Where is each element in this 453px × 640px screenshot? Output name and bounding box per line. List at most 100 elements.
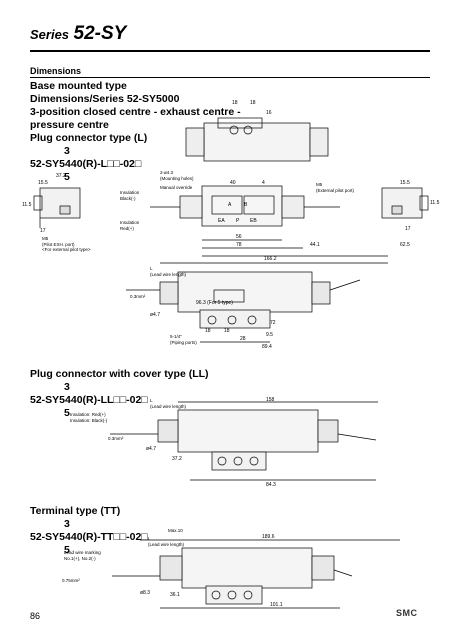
label-ins-red: Insulation Red(+) (120, 220, 139, 231)
label-sq3: 0.75mm² (62, 578, 80, 583)
red-text: Red(+) (120, 225, 134, 231)
page-number: 86 (30, 611, 41, 621)
port-ea: EA (218, 218, 225, 224)
lead-len-text: L (150, 266, 153, 271)
lead-mark2-text: No.1(+), No.2(-) (64, 555, 96, 561)
label-lead-3: L (Lead wire length) (148, 536, 184, 547)
block3-port: 5 (64, 544, 70, 556)
top-view-valve (185, 117, 329, 162)
dim-72: 72 (270, 320, 276, 326)
dim-96: 96.3 (For 5 type) (196, 300, 233, 306)
dim-16: 16 (266, 110, 272, 116)
label-ins-black: Insulation Black(-) (120, 190, 139, 201)
block2-port: 5 (64, 407, 70, 419)
front-view-1 (126, 271, 361, 343)
dim-17a: 17 (40, 228, 46, 234)
dim-18d: 18 (224, 328, 230, 334)
label-lead-mark: Lead wire marking No.1(+), No.2(-) (64, 550, 101, 561)
dim-155b: 15.5 (400, 180, 410, 186)
dim-1896: 189.6 (262, 534, 275, 540)
front-view-2 (110, 401, 378, 481)
label-max: Max.10 (168, 528, 183, 533)
dim-372: 37.2 (172, 456, 182, 462)
block1-line4: pressure centre (30, 119, 109, 131)
lead-len2-sub-text: (Lead wire length) (150, 403, 187, 409)
lead-len-sub-text: (Lead wire length) (150, 271, 187, 277)
label-sq2: 0.3mm² (108, 436, 124, 441)
port-eb: EB (250, 218, 257, 224)
block1-line3: 3-position closed centre - exhaust centr… (30, 106, 241, 118)
header-rule (30, 50, 430, 52)
block1-line5: Plug connector type (L) (30, 132, 148, 144)
lead-mark-text: Lead wire marking (64, 550, 101, 555)
block1-model: 52-SY5440(R)-L□□-02□ (30, 158, 142, 170)
port-p: P (236, 218, 240, 224)
dim-361: 36.1 (170, 592, 180, 598)
label-ins2: Insulation: Red(+) Insulation: Black(-) (70, 412, 107, 423)
dim-37: 37.2 (56, 173, 66, 179)
dim-625: 62.5 (400, 242, 410, 248)
block3-pos: 3 (64, 518, 70, 530)
series-title: Series 52-SY (30, 23, 126, 45)
piping-text: 5-1/4" (170, 334, 182, 339)
mounting-text: 2-ø4.3 (160, 170, 174, 175)
dim-894: 89.4 (262, 344, 272, 350)
block1-pos: 3 (64, 145, 70, 157)
label-piping: 5-1/4" (Piping ports) (170, 334, 197, 345)
block1-port: 5 (64, 171, 70, 183)
left-end-view (33, 187, 81, 228)
m5b-text: M5 (42, 236, 49, 241)
block3-title: Terminal type (TT) (30, 505, 121, 517)
block1-line1: Base mounted type (30, 80, 127, 92)
port-b: B (244, 202, 248, 208)
ins-black2-text: Insulation: Black(-) (70, 417, 108, 423)
ins-black-text: Insulation (120, 190, 140, 195)
pilot-exh-text: (Pilot EXH. port) (42, 241, 75, 247)
block1-heading: Base mounted type Dimensions/Series 52-S… (30, 80, 241, 184)
block2-model: 52-SY5440(R)-LL□□-02□ (30, 394, 148, 406)
block3-heading: Terminal type (TT) 3 52-SY5440(R)-TT□□-0… (30, 505, 148, 557)
series-name: 52-SY (73, 23, 127, 44)
lead-len3-sub-text: (Lead wire length) (148, 541, 185, 547)
m5-text: M5 (316, 182, 323, 187)
manual-text: Manual override (160, 185, 193, 190)
smc-logo: SMC (396, 608, 418, 618)
black-text: Black(-) (120, 195, 136, 201)
dim-115b: 11.5 (430, 200, 440, 206)
dim-83: ø8.3 (140, 590, 151, 596)
front-view-3 (112, 539, 400, 609)
dim-1662: 166.2 (264, 256, 277, 262)
block2-heading: Plug connector with cover type (LL) 3 52… (30, 368, 209, 420)
dim-56: 56 (236, 234, 242, 240)
dim-28: 28 (240, 336, 246, 342)
label-lead-1: L (Lead wire length) (150, 266, 186, 277)
dim-17b: 17 (405, 226, 411, 232)
series-prefix: Series (30, 27, 70, 42)
ins-red-text: Insulation (120, 220, 140, 225)
dim-1011: 101.1 (270, 602, 283, 608)
for-ext-text: <For external pilot type> (42, 247, 91, 252)
lead-len3-text: L (148, 536, 151, 541)
dim-78: 78 (236, 242, 242, 248)
label-lead-2: L (Lead wire length) (150, 398, 186, 409)
label-m5b: M5 (Pilot EXH. port) <For external pilot… (42, 236, 91, 253)
section-title: Dimensions (30, 66, 82, 76)
main-side-view (150, 185, 388, 264)
right-end-view (381, 187, 429, 219)
dim-95: 9.5 (266, 332, 273, 338)
lead-len2-text: L (150, 398, 153, 403)
dim-843: 84.3 (266, 482, 276, 488)
block3-model: 52-SY5440(R)-TT□□-02□ (30, 531, 148, 543)
label-mounting: 2-ø4.3 (Mounting holes) Manual override (160, 170, 194, 191)
label-sq1: 0.3mm² (130, 294, 146, 299)
dim-47: ø4.7 (150, 312, 161, 318)
port-a: A (228, 202, 232, 208)
dim-18a: 18 (232, 100, 238, 106)
dim-115: 11.5 (22, 202, 32, 208)
dim-441: 44.1 (310, 242, 320, 248)
dim-155: 15.5 (38, 180, 48, 186)
block2-pos: 3 (64, 381, 70, 393)
dim-47b: ø4.7 (146, 446, 157, 452)
dim-158: 158 (266, 397, 275, 403)
